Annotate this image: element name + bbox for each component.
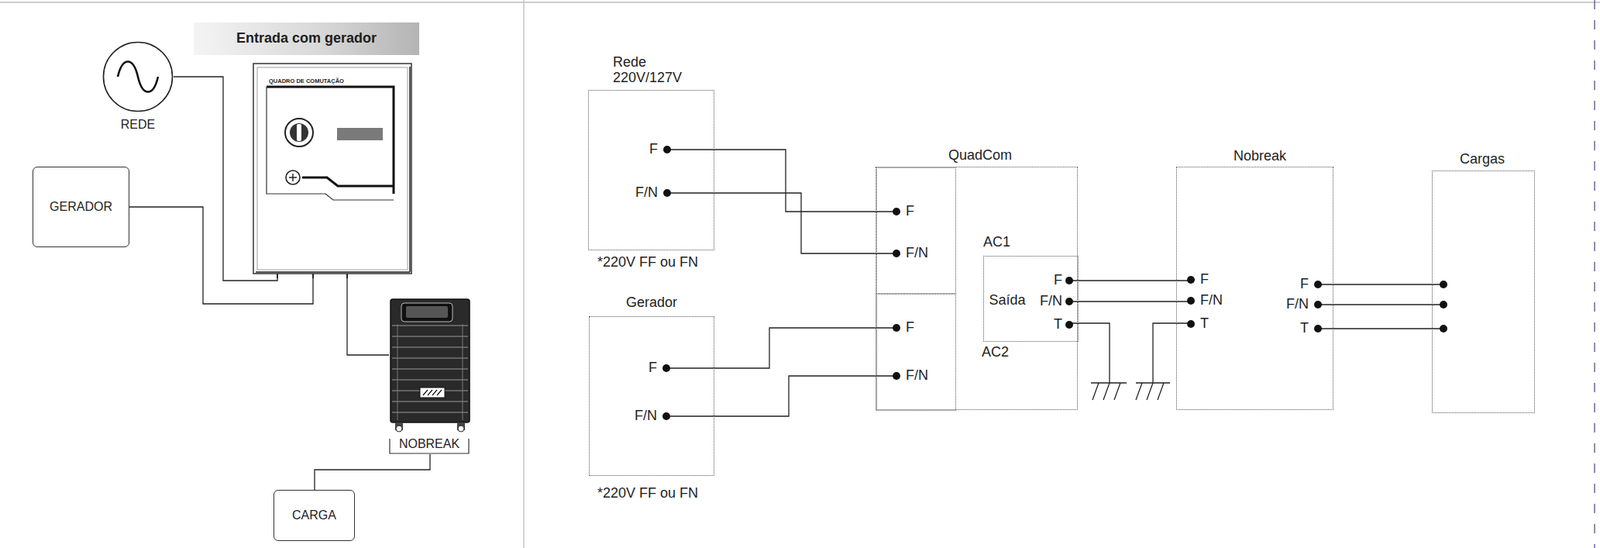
terminal-label: T (1300, 320, 1309, 337)
terminal-label: F/N (1200, 292, 1223, 309)
panel-divider (523, 0, 525, 548)
node-label: F (905, 320, 915, 336)
node-label: Gerador (626, 295, 678, 311)
terminal-label: F/N (1039, 293, 1063, 310)
wire (347, 273, 389, 355)
terminal-dot (1314, 324, 1322, 333)
wire (666, 327, 897, 369)
nobreak-drawing (389, 299, 470, 454)
terminal-label: F (648, 360, 658, 376)
terminal-dot (663, 145, 671, 154)
input-block: F F/N (876, 167, 957, 294)
ground-wiring (1067, 323, 1191, 400)
node-label: F (905, 203, 915, 220)
terminal-label: *220V FF ou FN (597, 254, 699, 271)
terminal-dot (1187, 275, 1195, 284)
nobreak-block: NobreakFF/NTFF/NT (1176, 166, 1334, 410)
node-label: GERADOR (49, 199, 113, 214)
terminal-label: F (1300, 276, 1309, 293)
wire (1317, 303, 1444, 305)
node-label: REDE (120, 117, 155, 132)
terminal-dot (1187, 320, 1195, 328)
terminal-dot (1439, 280, 1448, 289)
output-block: Saída F F/N T (983, 255, 1079, 342)
wire (1069, 300, 1191, 302)
terminal-dot (892, 323, 901, 332)
node-label: Rede 220V/127V (612, 55, 691, 87)
terminal-label: F/N (1286, 296, 1309, 313)
load-box: CARGA (273, 489, 355, 541)
terminal-dot (892, 371, 901, 380)
terminal-label: F/N (905, 368, 929, 384)
node-label: Saída (988, 292, 1026, 309)
source-symbol (102, 41, 174, 113)
node-label: QUADRO DE COMUTAÇÃO (268, 78, 345, 85)
terminal-label: F/N (635, 185, 658, 201)
terminal-label: T (1053, 316, 1063, 333)
terminal-label: F (1200, 271, 1209, 288)
terminal-dot (892, 207, 901, 216)
terminal-dot (662, 412, 671, 420)
source-circle: REDE (102, 41, 174, 113)
terminal-label: T (1200, 316, 1209, 332)
wire (666, 375, 897, 417)
wire (129, 206, 314, 304)
switch-panel-drawing (253, 63, 412, 279)
node-label: NOBREAK (399, 436, 460, 451)
switch-panel: QUADRO DE COMUTAÇÃO (253, 63, 412, 274)
header-band: Entrada com gerador (193, 22, 420, 56)
terminal-label: F (649, 141, 658, 158)
wire (1317, 327, 1444, 329)
edge-marks (1593, 0, 1596, 548)
frame-line (0, 1, 1600, 4)
generator-block: GeradorFF/N*220V FF ou FN (588, 316, 715, 476)
terminal-label: F (1053, 272, 1063, 289)
terminal-label: AC1 (983, 234, 1011, 251)
node-label: QuadCom (948, 147, 1012, 164)
terminal-dot (662, 364, 671, 372)
wire (314, 454, 431, 490)
terminal-dot (1314, 300, 1322, 309)
terminal-dot (1065, 320, 1074, 329)
node-label: CARGA (292, 508, 337, 523)
node-label: Nobreak (1233, 148, 1287, 165)
terminal-dot (1439, 300, 1448, 309)
terminal-dot (1439, 324, 1448, 333)
wire (667, 192, 897, 254)
wire (1317, 283, 1444, 285)
terminal-dot (663, 189, 671, 197)
grid-block: Rede 220V/127VFF/N*220V FF ou FN (588, 89, 715, 251)
nobreak-unit: NOBREAK (388, 299, 472, 455)
node-label: Cargas (1459, 151, 1505, 168)
terminal-label: F/N (634, 408, 658, 424)
terminal-dot (1065, 297, 1074, 306)
terminal-dot (1065, 276, 1074, 285)
terminal-label: F/N (905, 245, 929, 262)
generator-box: GERADOR (32, 166, 130, 248)
terminal-dot (892, 249, 901, 258)
loads-block: Cargas (1431, 170, 1535, 413)
input-block: F F/N (876, 293, 957, 411)
terminal-dot (1187, 296, 1195, 305)
quadcom-block: QuadComAC1AC2FF/NFF/NSaídaFF/NT (875, 166, 1078, 410)
wire (667, 149, 897, 212)
terminal-label: *220V FF ou FN (597, 485, 699, 502)
wire (1069, 279, 1191, 281)
node-label: Entrada com gerador (236, 30, 377, 47)
wire (173, 76, 278, 281)
terminal-dot (1314, 280, 1322, 289)
terminal-label: AC2 (981, 344, 1009, 361)
